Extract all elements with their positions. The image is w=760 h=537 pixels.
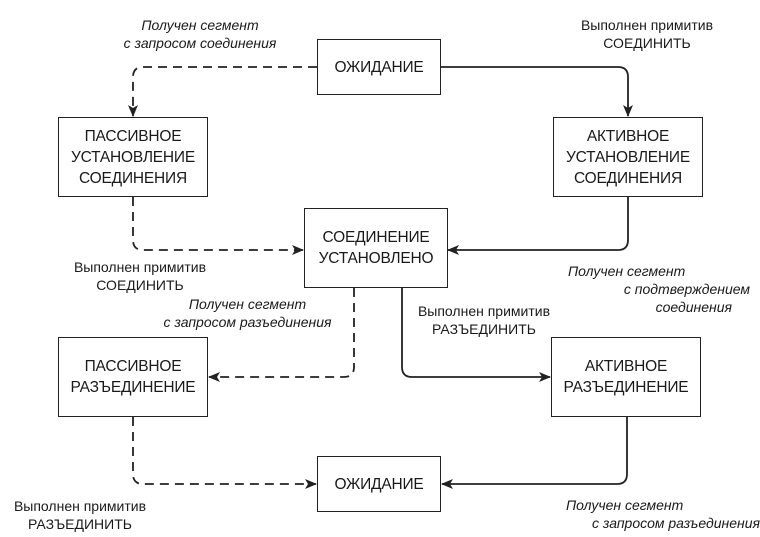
- state-label: ОЖИДАНИЕ: [334, 58, 424, 76]
- edge-established-to-passive-close: [208, 288, 355, 382]
- state-label: СОЕДИНЕНИЯ: [79, 169, 187, 187]
- label-line: РАЗЪЕДИНИТЬ: [28, 516, 132, 532]
- edge-established-to-active-close: [401, 288, 551, 382]
- label-line: с запросом разъединения: [591, 515, 760, 531]
- edge-active-close-to-wait: [441, 417, 628, 489]
- label-line: РАЗЪЕДИНИТЬ: [432, 321, 536, 337]
- state-label: ОЖИДАНИЕ: [334, 475, 424, 493]
- label-line: СОЕДИНИТЬ: [96, 277, 184, 293]
- edge-wait-to-active-open: [441, 66, 633, 117]
- state-label: АКТИВНОЕ: [584, 358, 668, 375]
- state-wait-top: ОЖИДАНИЕ: [317, 39, 441, 95]
- state-active-close: АКТИВНОЕ РАЗЪЕДИНЕНИЕ: [551, 337, 701, 417]
- label-seg-disc-req-mid: Получен сегмент с запросом разъединения: [145, 295, 350, 331]
- label-seg-disc-req-bottom: Получен сегмент с запросом разъединения: [552, 496, 760, 532]
- label-line: с запросом разъединения: [163, 314, 332, 330]
- label-line: Получен сегмент: [566, 497, 684, 513]
- edge-wait-to-passive-open: [128, 66, 317, 117]
- label-line: Получен сегмент: [141, 17, 259, 33]
- label-line: Получен сегмент: [188, 296, 307, 312]
- label-line: Выполнен примитив: [580, 17, 714, 33]
- label-line: Выполнен примитив: [13, 498, 147, 514]
- state-established: СОЕДИНЕНИЕ УСТАНОВЛЕНО: [304, 208, 448, 288]
- state-label: РАЗЪЕДИНЕНИЕ: [70, 379, 196, 396]
- label-line: соединения: [655, 299, 732, 315]
- label-line: СОЕДИНИТЬ: [603, 35, 691, 51]
- edge-active-open-to-established: [447, 197, 629, 255]
- label-line: Получен сегмент: [568, 263, 686, 279]
- state-label: АКТИВНОЕ: [586, 127, 670, 145]
- edge-passive-close-to-wait: [132, 417, 317, 489]
- label-prim-disconnect-mid: Выполнен примитив РАЗЪЕДИНИТЬ: [404, 302, 564, 338]
- state-label: УСТАНОВЛЕНО: [318, 250, 434, 267]
- label-prim-connect-top: Выполнен примитив СОЕДИНИТЬ: [562, 16, 732, 52]
- state-label: ПАССИВНОЕ: [84, 127, 182, 145]
- label-prim-disconnect-bottom: Выполнен примитив РАЗЪЕДИНИТЬ: [0, 497, 160, 533]
- state-passive-open: ПАССИВНОЕ УСТАНОВЛЕНИЕ СОЕДИНЕНИЯ: [58, 117, 208, 197]
- label-line: Выполнен примитив: [417, 303, 551, 319]
- label-prim-connect-left: Выполнен примитив СОЕДИНИТЬ: [55, 258, 225, 294]
- label-line: с подтверждением: [623, 281, 750, 297]
- state-label: УСТАНОВЛЕНИЕ: [70, 148, 195, 166]
- state-label: ПАССИВНОЕ: [84, 358, 182, 375]
- label-line: с запросом соединения: [123, 35, 277, 51]
- state-passive-close: ПАССИВНОЕ РАЗЪЕДИНЕНИЕ: [58, 337, 208, 417]
- state-active-open: АКТИВНОЕ УСТАНОВЛЕНИЕ СОЕДИНЕНИЯ: [553, 117, 703, 197]
- state-label: УСТАНОВЛЕНИЕ: [565, 148, 690, 166]
- label-seg-conn-req: Получен сегмент с запросом соединения: [100, 16, 300, 52]
- label-seg-conn-ack: Получен сегмент с подтверждением соедине…: [560, 262, 750, 316]
- edge-passive-open-to-established: [132, 197, 304, 255]
- state-label: СОЕДИНЕНИЕ: [322, 229, 430, 246]
- state-label: СОЕДИНЕНИЯ: [574, 169, 682, 187]
- state-wait-bottom: ОЖИДАНИЕ: [317, 456, 441, 512]
- state-label: РАЗЪЕДИНЕНИЕ: [563, 379, 689, 396]
- label-line: Выполнен примитив: [73, 259, 207, 275]
